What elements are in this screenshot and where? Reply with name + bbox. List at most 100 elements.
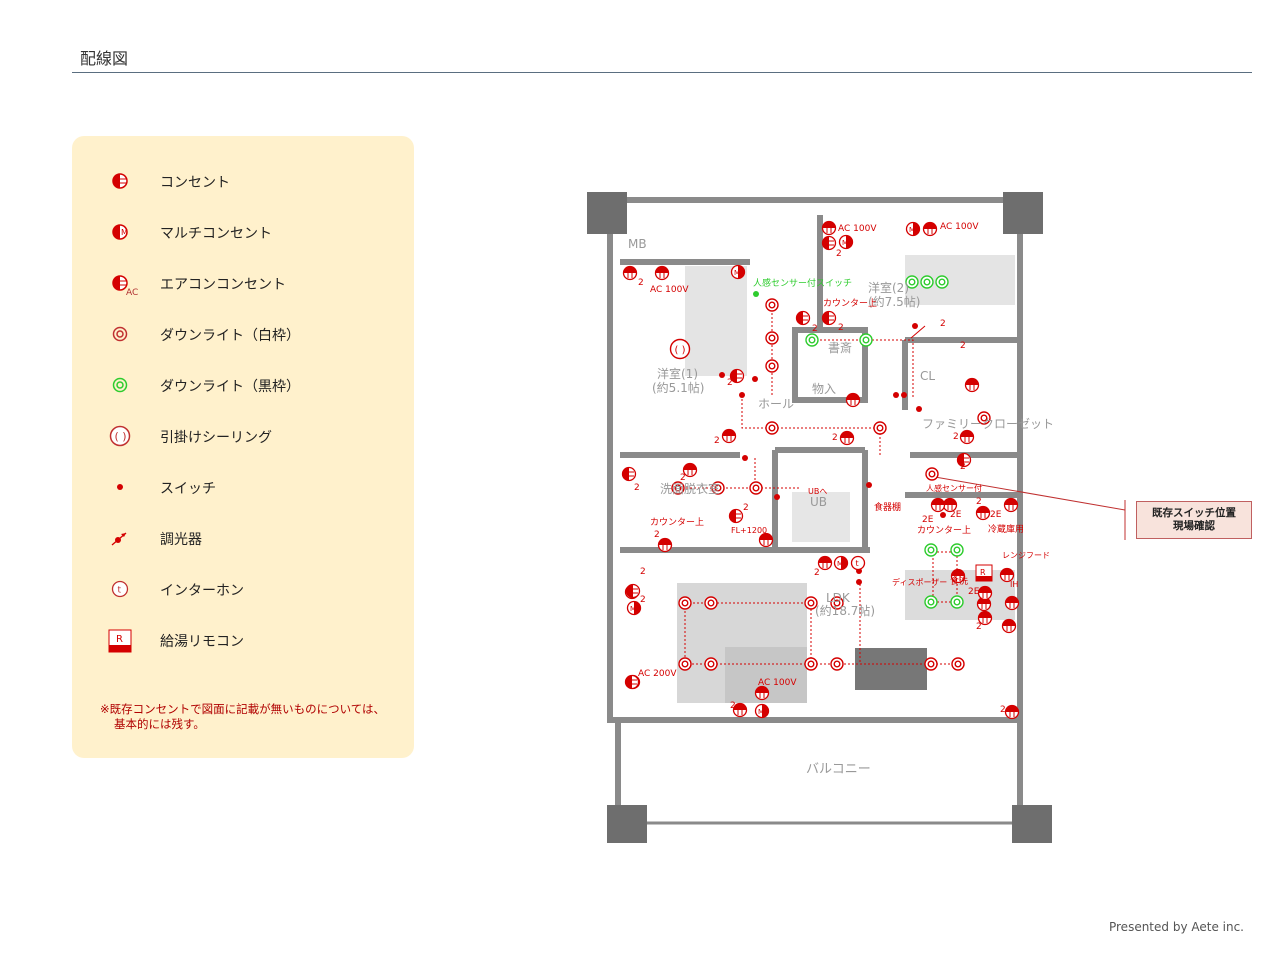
outlet-icon [621, 466, 637, 482]
outlet-icon [964, 377, 980, 393]
outlet-icon [817, 555, 833, 571]
room-label-western1: 洋室(1) [657, 366, 698, 381]
svg-text:M: M [630, 605, 636, 613]
outlet-icon [950, 568, 966, 584]
callout-line: 既存スイッチ位置 [1152, 507, 1236, 519]
downlight-white-icon [925, 467, 939, 481]
downlight-black-icon [924, 595, 938, 609]
downlight-white-icon [830, 657, 844, 671]
outlet-icon [682, 462, 698, 478]
downlight-white-icon [678, 657, 692, 671]
water-heater-remote-icon: R [975, 564, 993, 582]
switch-icon [912, 323, 918, 329]
multi-outlet-icon: M [112, 224, 128, 240]
plan-annotation: UBへ [808, 487, 827, 496]
plan-annotation: 2E [950, 510, 962, 520]
downlight-white-icon [678, 596, 692, 610]
room-label-hall: ホール [758, 397, 794, 411]
legend-label: 引掛けシーリング [160, 430, 272, 446]
room-label-storage: 物入 [812, 382, 836, 396]
count-label: 2 [976, 622, 982, 632]
outlet-icon [622, 265, 638, 281]
intercom-icon: t [850, 555, 866, 571]
downlight-white-icon [711, 481, 725, 495]
outlet-icon [922, 221, 938, 237]
plan-annotation: 食器棚 [874, 501, 901, 513]
switch-icon [742, 455, 748, 461]
room-label-western2: 洋室(2) [868, 280, 909, 295]
switch-icon [940, 512, 946, 518]
intercom-icon: t [111, 580, 129, 598]
outlet-icon [625, 583, 641, 599]
outlet-icon [845, 392, 861, 408]
outlet-icon [729, 368, 745, 384]
ceiling-hook-icon: ( ) [669, 338, 691, 360]
downlight-white-icon [951, 657, 965, 671]
outlet-icon [821, 310, 837, 326]
count-label: 2 [836, 249, 842, 259]
count-label: 2 [634, 483, 640, 493]
legend-label: コンセント [160, 175, 230, 191]
svg-text:R: R [980, 568, 986, 577]
count-label: 2 [638, 278, 644, 288]
outlet-icon [977, 585, 993, 601]
downlight-white-icon [765, 421, 779, 435]
switch-icon [893, 392, 899, 398]
room-label-ldk_size: (約18.7帖) [815, 603, 875, 618]
plan-annotation: AC 100V [838, 224, 877, 234]
count-label: 2 [812, 324, 818, 334]
existing-switch-callout: 既存スイッチ位置 現場確認 [1136, 501, 1252, 539]
outlet-icon [795, 310, 811, 326]
dimmer-icon [910, 325, 926, 339]
outlet-icon [976, 596, 992, 612]
count-label: 2 [640, 595, 646, 605]
downlight-white-icon [804, 596, 818, 610]
count-label: 2 [940, 319, 946, 329]
outlet-icon [975, 505, 991, 521]
room-label-washroom: 洗面脱衣室 [660, 481, 720, 496]
count-label: 2 [654, 530, 660, 540]
outlet-icon [821, 235, 837, 251]
svg-text:M: M [121, 228, 128, 237]
plan-annotation: カウンター上 [823, 298, 877, 309]
downlight-white-icon [704, 596, 718, 610]
outlet-icon [999, 567, 1015, 583]
legend-label: ダウンライト（白枠） [160, 328, 300, 344]
room-label-mb: MB [628, 237, 647, 251]
plan-annotation: ディスポーザー [892, 577, 947, 587]
count-label: 2 [960, 341, 966, 351]
svg-text:M: M [837, 560, 843, 568]
legend-label: ダウンライト（黒枠） [160, 379, 300, 395]
svg-text:M: M [909, 226, 915, 234]
plan-annotation: AC 100V [940, 222, 979, 232]
count-label: 2 [953, 432, 959, 442]
switch-icon [856, 579, 862, 585]
downlight-black-icon [924, 543, 938, 557]
switch-icon [719, 372, 725, 378]
downlight-white-icon [873, 421, 887, 435]
downlight-white-icon [765, 298, 779, 312]
legend-label: 給湯リモコン [160, 634, 244, 650]
multi-outlet-icon: M [754, 703, 770, 719]
outlet-icon [728, 508, 744, 524]
plan-annotation: 2E [990, 510, 1002, 520]
title-rule [72, 72, 1252, 73]
downlight-black-icon [935, 275, 949, 289]
plan-annotation: AC 100V [758, 678, 797, 688]
outlet-icon [754, 685, 770, 701]
switch-icon [866, 482, 872, 488]
room-label-western2_size: (約7.5帖) [868, 294, 920, 309]
plan-annotation: レンジフード [1002, 551, 1050, 560]
outlet-icon [654, 265, 670, 281]
outlet-icon [624, 674, 640, 690]
room-label-ub: UB [810, 495, 827, 509]
outlet-icon [1004, 595, 1020, 611]
multi-outlet-icon: M [730, 264, 746, 280]
outlet-icon [956, 452, 972, 468]
water-heater-remote-icon: R [108, 629, 132, 653]
downlight-white-icon [765, 331, 779, 345]
svg-text:M: M [758, 708, 764, 716]
switch-icon [117, 484, 123, 490]
outlet-icon [732, 702, 748, 718]
room-label-ldk: LDK [826, 591, 851, 605]
